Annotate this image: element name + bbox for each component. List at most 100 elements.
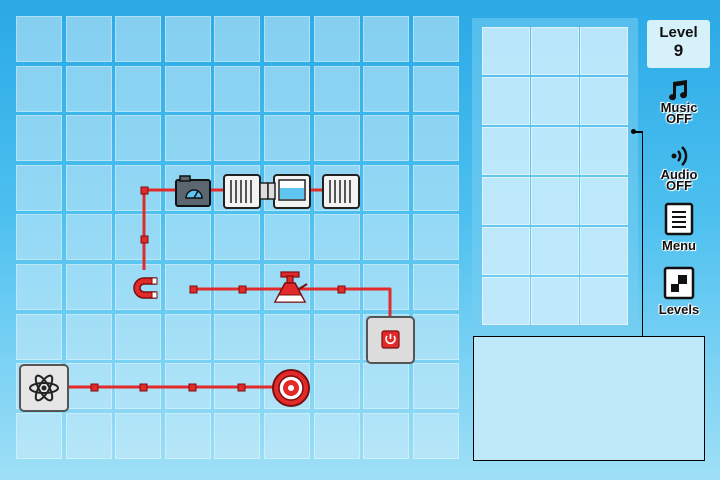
- board-cell[interactable]: [313, 115, 360, 162]
- gear-target-icon[interactable]: [272, 369, 310, 407]
- board-cell[interactable]: [115, 214, 162, 261]
- board-cell[interactable]: [313, 65, 360, 112]
- board-cell[interactable]: [412, 264, 459, 310]
- board-cell[interactable]: [214, 65, 261, 112]
- board-cell[interactable]: [16, 115, 62, 162]
- board-cell[interactable]: [115, 412, 162, 459]
- board-cell[interactable]: [313, 16, 360, 62]
- level-indicator: Level 9: [647, 20, 710, 68]
- board-cell[interactable]: [65, 313, 112, 360]
- levels-button[interactable]: Levels: [648, 266, 710, 316]
- board-cell[interactable]: [164, 313, 211, 360]
- board-cell[interactable]: [214, 214, 261, 261]
- inventory-slot[interactable]: [580, 227, 628, 275]
- inventory-slot[interactable]: [531, 227, 579, 275]
- board-cell[interactable]: [214, 264, 261, 310]
- board-cell[interactable]: [412, 412, 459, 459]
- board-cell[interactable]: [16, 313, 62, 360]
- menu-button[interactable]: Menu: [648, 202, 710, 252]
- inventory-slot[interactable]: [482, 227, 530, 275]
- board-cell[interactable]: [264, 65, 310, 112]
- meter-device-icon[interactable]: [175, 175, 211, 207]
- board-cell[interactable]: [363, 164, 410, 211]
- inventory-slot[interactable]: [482, 27, 530, 75]
- board-cell[interactable]: [115, 164, 162, 211]
- board-cell[interactable]: [115, 65, 162, 112]
- board-cell[interactable]: [214, 115, 261, 162]
- board-cell[interactable]: [65, 115, 112, 162]
- inventory-slot[interactable]: [482, 177, 530, 225]
- radiator-icon[interactable]: [223, 174, 269, 209]
- radiator-icon[interactable]: [322, 174, 360, 209]
- board-cell[interactable]: [164, 115, 211, 162]
- board-cell[interactable]: [65, 412, 112, 459]
- board-cell[interactable]: [16, 214, 62, 261]
- board-cell[interactable]: [363, 115, 410, 162]
- board-cell[interactable]: [164, 412, 211, 459]
- valve-flask-icon[interactable]: [273, 271, 308, 303]
- board-cell[interactable]: [412, 16, 459, 62]
- board-cell[interactable]: [313, 363, 360, 410]
- power-button-icon[interactable]: [366, 316, 415, 364]
- inventory-slot[interactable]: [580, 277, 628, 325]
- inventory-slot[interactable]: [580, 27, 628, 75]
- board-cell[interactable]: [16, 16, 62, 62]
- board-cell[interactable]: [164, 214, 211, 261]
- inventory-slot[interactable]: [580, 127, 628, 175]
- board-cell[interactable]: [214, 412, 261, 459]
- inventory-slot[interactable]: [580, 77, 628, 125]
- board-cell[interactable]: [412, 115, 459, 162]
- music-toggle-button[interactable]: Music OFF: [648, 78, 710, 125]
- board-cell[interactable]: [363, 363, 410, 410]
- board-cell[interactable]: [164, 16, 211, 62]
- board-cell[interactable]: [412, 65, 459, 112]
- board-cell[interactable]: [164, 264, 211, 310]
- board-cell[interactable]: [412, 363, 459, 410]
- board-cell[interactable]: [16, 164, 62, 211]
- inventory-slot[interactable]: [531, 277, 579, 325]
- board-cell[interactable]: [65, 164, 112, 211]
- board-cell[interactable]: [65, 65, 112, 112]
- board-cell[interactable]: [214, 16, 261, 62]
- board-cell[interactable]: [264, 313, 310, 360]
- board-cell[interactable]: [363, 16, 410, 62]
- board-cell[interactable]: [363, 214, 410, 261]
- board-cell[interactable]: [264, 412, 310, 459]
- board-cell[interactable]: [264, 16, 310, 62]
- board-cell[interactable]: [214, 313, 261, 360]
- board-cell[interactable]: [264, 115, 310, 162]
- board-cell[interactable]: [363, 264, 410, 310]
- document-icon: [664, 202, 694, 236]
- board-cell[interactable]: [115, 115, 162, 162]
- inventory-slot[interactable]: [531, 177, 579, 225]
- board-cell[interactable]: [16, 65, 62, 112]
- inventory-slot[interactable]: [531, 127, 579, 175]
- board-cell[interactable]: [16, 264, 62, 310]
- board-cell[interactable]: [412, 164, 459, 211]
- water-tank-icon[interactable]: [267, 174, 311, 209]
- board-cell[interactable]: [115, 313, 162, 360]
- board-cell[interactable]: [363, 65, 410, 112]
- board-cell[interactable]: [412, 214, 459, 261]
- board-cell[interactable]: [65, 214, 112, 261]
- board-cell[interactable]: [363, 412, 410, 459]
- audio-toggle-button[interactable]: Audio OFF: [648, 143, 710, 192]
- board-cell[interactable]: [115, 16, 162, 62]
- board-cell[interactable]: [16, 412, 62, 459]
- board-cell[interactable]: [264, 214, 310, 261]
- board-cell[interactable]: [313, 313, 360, 360]
- magnet-icon[interactable]: [133, 277, 158, 299]
- inventory-slot[interactable]: [580, 177, 628, 225]
- inventory-slot[interactable]: [531, 77, 579, 125]
- board-cell[interactable]: [313, 412, 360, 459]
- atom-source-icon[interactable]: [19, 364, 69, 412]
- inventory-slot[interactable]: [482, 277, 530, 325]
- board-cell[interactable]: [65, 264, 112, 310]
- board-cell[interactable]: [65, 16, 112, 62]
- inventory-slot[interactable]: [482, 77, 530, 125]
- inventory-slot[interactable]: [531, 27, 579, 75]
- board-cell[interactable]: [313, 264, 360, 310]
- board-cell[interactable]: [164, 65, 211, 112]
- board-cell[interactable]: [313, 214, 360, 261]
- inventory-slot[interactable]: [482, 127, 530, 175]
